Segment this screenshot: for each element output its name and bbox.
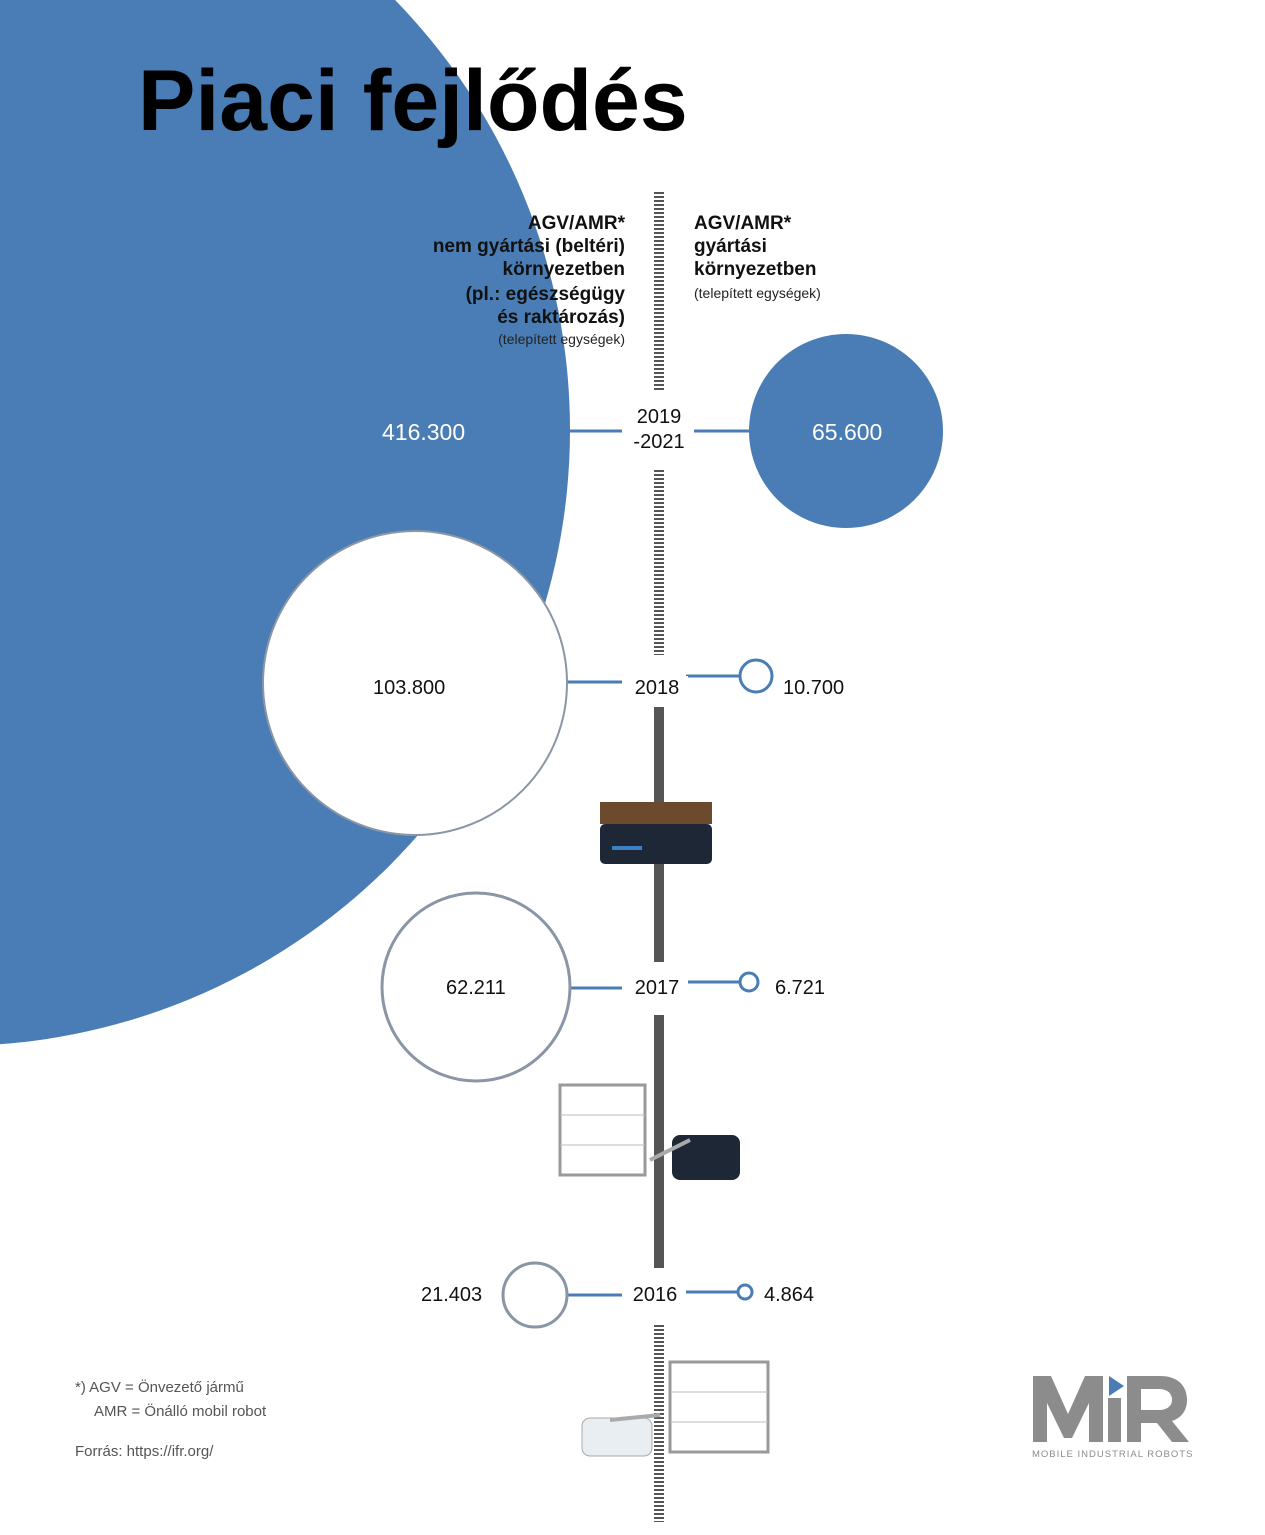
unit-label: (telepített egységek) bbox=[694, 285, 821, 301]
header-line: környezetben bbox=[694, 259, 817, 280]
value-nonmfg-2018: 103.800 bbox=[373, 677, 446, 699]
header-line: gyártási bbox=[694, 236, 767, 257]
logo-letter-i bbox=[1108, 1398, 1121, 1442]
year-label: -2021 bbox=[633, 431, 685, 453]
bubble-nonmfg-2016 bbox=[501, 1261, 569, 1329]
header-line: nem gyártási (beltéri) bbox=[432, 236, 625, 257]
logo-triangle bbox=[1109, 1376, 1124, 1396]
value-nonmfg-2017: 62.211 bbox=[446, 977, 506, 999]
bubble-nonmfg-2019-2021 bbox=[0, 0, 570, 1045]
year-2018: 2018 bbox=[626, 676, 688, 701]
page-title: Piaci fejlődés bbox=[138, 53, 688, 149]
value-nonmfg-2016: 21.403 bbox=[421, 1284, 483, 1306]
header-line: AGV/AMR* bbox=[527, 213, 625, 234]
year-2017: 2017 bbox=[626, 976, 688, 1001]
value-mfg-2018: 10.700 bbox=[783, 677, 845, 699]
bubble-mfg-2016 bbox=[736, 1283, 754, 1301]
value-nonmfg-2019-2021: 416.300 bbox=[382, 419, 466, 445]
value-mfg-2016: 4.864 bbox=[764, 1284, 815, 1306]
right-column-header: AGV/AMR* gyártási környezetben (telepíte… bbox=[694, 212, 821, 305]
bubble-nonmfg-2017 bbox=[380, 891, 572, 1083]
header-line: környezetben bbox=[502, 259, 625, 280]
bubble-nonmfg-2018 bbox=[262, 530, 568, 836]
left-column-header: AGV/AMR* nem gyártási (beltéri) környeze… bbox=[433, 212, 625, 349]
robot-pallet-image bbox=[600, 802, 712, 864]
connectors bbox=[567, 429, 750, 1297]
header-line: (pl.: egészségügy bbox=[465, 284, 625, 305]
footnote-amr: AMR = Önálló mobil robot bbox=[94, 1403, 267, 1420]
robot-cart-image-2016 bbox=[581, 1360, 770, 1457]
year-label: 2019 bbox=[636, 406, 682, 428]
source-note: Forrás: https://ifr.org/ bbox=[75, 1443, 214, 1460]
header-line: és raktározás) bbox=[497, 307, 625, 328]
footnote-agv: *) AGV = Önvezető jármű bbox=[75, 1379, 244, 1396]
bubble-mfg-2018 bbox=[738, 658, 774, 694]
value-mfg-2019-2021: 65.600 bbox=[812, 419, 883, 445]
value-mfg-2017: 6.721 bbox=[775, 977, 826, 999]
bubble-mfg-2019-2021 bbox=[749, 334, 943, 528]
mir-logo bbox=[1033, 1376, 1189, 1442]
robot-cart-image-2017 bbox=[558, 1083, 740, 1180]
logo-letter-r bbox=[1127, 1376, 1189, 1442]
logo-letter-m bbox=[1033, 1376, 1103, 1442]
header-line: AGV/AMR* bbox=[694, 213, 792, 234]
bubble-mfg-2017 bbox=[738, 971, 760, 993]
year-2019-2021: 2019 -2021 bbox=[624, 405, 694, 455]
unit-label: (telepített egységek) bbox=[498, 331, 625, 347]
year-2016: 2016 bbox=[624, 1283, 686, 1308]
logo-tagline: MOBILE INDUSTRIAL ROBOTS bbox=[1032, 1449, 1194, 1460]
